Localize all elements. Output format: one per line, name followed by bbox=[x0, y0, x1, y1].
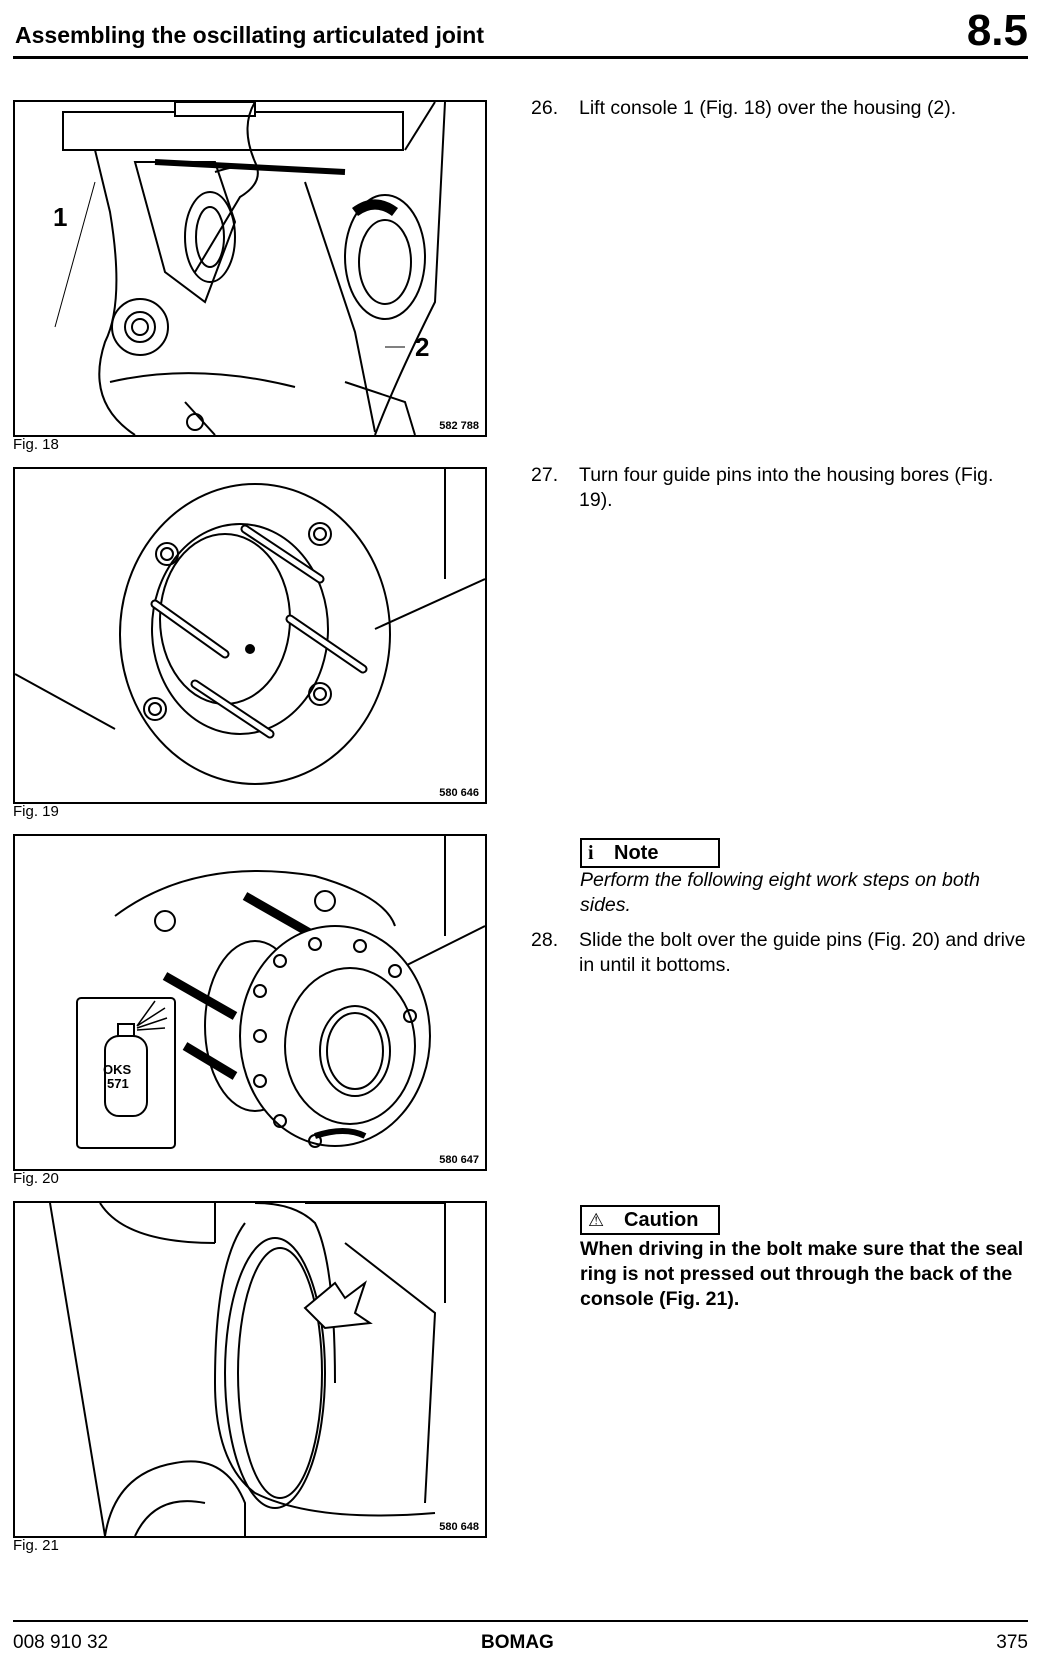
figure-18-image: 1 2 582 788 bbox=[13, 100, 487, 437]
note-text: Perform the following eight work steps o… bbox=[580, 869, 980, 916]
warning-icon: ⚠ bbox=[588, 1210, 605, 1230]
figure-code: 582 788 bbox=[439, 420, 479, 432]
figure-21-caption: Fig. 21 bbox=[13, 1537, 59, 1554]
document-number: 008 910 32 bbox=[13, 1632, 109, 1653]
callout-1: 1 bbox=[53, 202, 68, 232]
step-text: Slide the bolt over the guide pins (Fig.… bbox=[579, 929, 1026, 976]
page-footer: 008 910 32 BOMAG 375 bbox=[13, 1620, 1028, 1653]
spray-label-line1: OKS bbox=[103, 1062, 132, 1077]
section-number: 8.5 bbox=[966, 6, 1028, 55]
step-number: 27. bbox=[531, 464, 559, 486]
caution-text: When driving in the bolt make sure that … bbox=[580, 1238, 1024, 1310]
figure-19-caption: Fig. 19 bbox=[13, 803, 59, 820]
step-number: 26. bbox=[531, 97, 559, 119]
figure-code: 580 646 bbox=[439, 787, 479, 799]
note-label: Note bbox=[614, 842, 659, 864]
page-number: 375 bbox=[996, 1632, 1028, 1653]
note-box: i Note bbox=[580, 838, 720, 868]
caution-box: ⚠ Caution bbox=[580, 1205, 720, 1235]
step-text: Lift console 1 (Fig. 18) over the housin… bbox=[579, 97, 957, 119]
step-number: 28. bbox=[531, 929, 559, 951]
caution-label: Caution bbox=[624, 1209, 699, 1231]
callout-2: 2 bbox=[415, 332, 430, 362]
figure-code: 580 648 bbox=[439, 1521, 479, 1533]
brand-name: BOMAG bbox=[481, 1632, 554, 1653]
figure-20-image: OKS 571 580 647 bbox=[13, 834, 487, 1171]
info-icon: i bbox=[588, 842, 594, 864]
spray-label-line2: 571 bbox=[107, 1076, 129, 1091]
page-header: Assembling the oscillating articulated j… bbox=[13, 6, 1028, 59]
figure-20-caption: Fig. 20 bbox=[13, 1170, 59, 1187]
figure-code: 580 647 bbox=[439, 1154, 479, 1166]
figure-19-image: 580 646 bbox=[13, 467, 487, 804]
page-title: Assembling the oscillating articulated j… bbox=[15, 22, 485, 48]
figure-18-caption: Fig. 18 bbox=[13, 436, 59, 453]
figure-21-image: 580 648 bbox=[13, 1201, 487, 1538]
step-text: Turn four guide pins into the housing bo… bbox=[579, 464, 994, 511]
